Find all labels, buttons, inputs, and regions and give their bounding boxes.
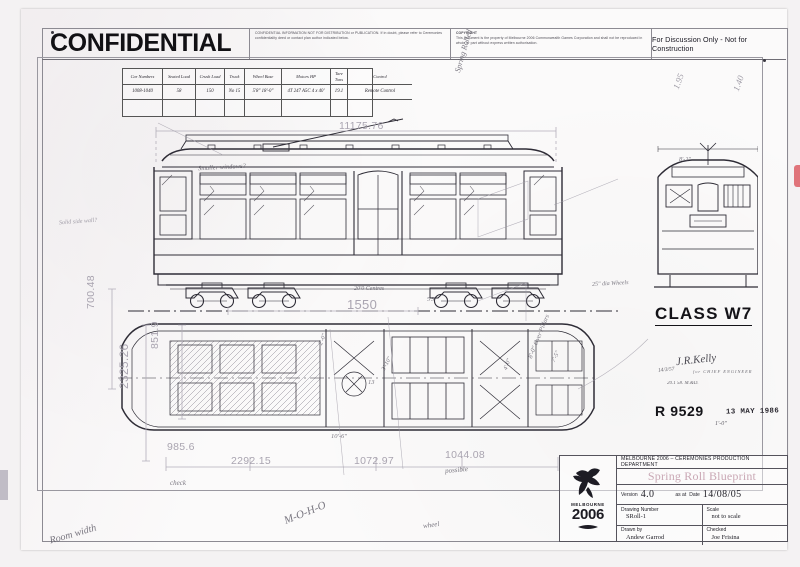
title-block-people-row: Drawn by Andew Garrod Checked Joe Frisin…	[617, 525, 788, 546]
drawing-number-label: Drawing Number	[621, 506, 659, 513]
title-block-fields: MELBOURNE 2006 – CEREMONIES PRODUCTION D…	[617, 456, 787, 545]
spec-empty-cell	[163, 100, 196, 116]
spec-value-cell: 4T 247 A5C 4 x 40'	[282, 85, 331, 100]
specification-table: Car Numbers Seated Load Crush Load Truck…	[122, 68, 412, 117]
spec-value-cell: Remote Control	[348, 85, 412, 100]
spec-empty-cell	[348, 100, 412, 116]
department-name: MELBOURNE 2006 – CEREMONIES PRODUCTION D…	[621, 456, 750, 468]
dimension-body-height: 851.9	[149, 321, 161, 349]
date-stamp: 13 MAY 1986	[725, 407, 780, 417]
spec-value-cell: 5'8" 18'-0"	[245, 85, 282, 100]
melbourne-2006-logo: MELBOURNE 2006	[560, 456, 617, 541]
version-value: 4.0	[640, 489, 655, 500]
spec-empty-cell	[331, 100, 348, 116]
annotation-overall-width-ft: 8'-2"	[679, 157, 691, 163]
document-header: CONFIDENTIAL CONFIDENTIAL INFORMATION NO…	[42, 28, 786, 60]
engineer-signature-note: 20.1 58. M.&D.	[667, 381, 699, 386]
dimension-front-overhang: 985.6	[167, 441, 195, 453]
annotation-truck-centres: 20'0 Centres	[354, 286, 385, 292]
engineer-signature-role: for CHIEF ENGINEER	[693, 369, 753, 374]
title-block-version-row: Version 4.0 as at Date 14/08/05	[617, 485, 787, 505]
spec-value-cell: 150	[196, 85, 225, 100]
scan-edge-strip	[0, 470, 8, 500]
spec-empty-cell	[123, 100, 163, 116]
spec-value-cell: 1008-1040	[123, 85, 163, 100]
annotation-thirteen: 13	[368, 379, 375, 386]
games-mascot-icon	[573, 468, 600, 499]
spec-header-cell: Crush Load	[196, 69, 225, 85]
spec-header-cell: Wheel Base	[245, 69, 282, 85]
spec-empty-cell	[196, 100, 225, 116]
spec-header-cell: Tare Tons	[331, 69, 348, 85]
confidential-banner: CONFIDENTIAL	[42, 28, 250, 59]
dimension-roof-height: 700.48	[85, 275, 97, 309]
scan-artefact-dot	[763, 59, 766, 62]
drawing-reference-number: R 9529	[655, 403, 704, 419]
spec-header-cell: Truck	[225, 69, 245, 85]
project-title: Spring Roll Blueprint	[647, 469, 757, 483]
logo-city-text: MELBOURNE	[571, 502, 605, 508]
red-edge-marker	[794, 165, 800, 187]
scale-cell: Scale not to scale	[703, 505, 788, 525]
scan-artefact-dot	[51, 31, 54, 34]
dimension-overall-height: 2325.26	[117, 343, 131, 389]
spec-header-cell: Seated Load	[163, 69, 196, 85]
drawing-scale-note: 1'-0"	[715, 421, 727, 427]
drawing-inner-border	[37, 57, 763, 491]
spec-value-cell: No 15	[225, 85, 245, 100]
annotation-five-three: 5'3	[427, 297, 435, 303]
logo-swoosh-icon	[578, 524, 598, 529]
drawing-number-value: SRoll-1	[626, 513, 646, 520]
dimension-overall-length: 11175.76	[339, 120, 384, 132]
copyright-notice-cell: COPYRIGHT This document is the property …	[451, 28, 652, 59]
copyright-heading: COPYRIGHT	[456, 31, 478, 35]
confidential-notice-cell: CONFIDENTIAL INFORMATION NOT FOR DISTRIB…	[250, 28, 451, 59]
confidential-notice-text: CONFIDENTIAL INFORMATION NOT FOR DISTRIB…	[255, 31, 443, 41]
class-label: CLASS W7	[655, 304, 753, 326]
title-block-project-row: Spring Roll Blueprint	[617, 469, 787, 485]
spec-value-cell: 58	[163, 85, 196, 100]
date-label: Date	[689, 491, 700, 498]
checked-by-cell: Checked Joe Frisina	[703, 526, 788, 546]
scale-label: Scale	[706, 506, 720, 513]
spec-header-cell: Control	[348, 69, 412, 85]
drawn-by-value: Andew Garrod	[626, 533, 665, 541]
version-label: Version	[621, 491, 638, 498]
checked-value: Joe Frisina	[711, 533, 740, 541]
drawing-outer-border	[42, 28, 788, 542]
annotation-ten-six: 10'-6"	[331, 433, 348, 440]
spec-empty-cell	[225, 100, 245, 116]
disclaimer-text: For Discussion Only - Not for Constructi…	[652, 34, 748, 53]
title-block-drawing-row: Drawing Number SRoll-1 Scale not to scal…	[617, 505, 787, 526]
drawn-by-label: Drawn by	[621, 527, 643, 533]
date-value: 14/08/05	[702, 489, 742, 500]
paper-sheet: CONFIDENTIAL CONFIDENTIAL INFORMATION NO…	[21, 9, 788, 550]
drawing-number-cell: Drawing Number SRoll-1	[617, 505, 703, 525]
spec-empty-cell	[245, 100, 282, 116]
dimension-truck-centres: 2292.15	[231, 455, 272, 467]
drawn-by-cell: Drawn by Andew Garrod	[617, 525, 703, 545]
annotation-check: check	[170, 479, 186, 487]
spec-header-cell: Motors HP	[282, 69, 331, 85]
spec-header-cell: Car Numbers	[123, 69, 163, 85]
copyright-notice-text: This document is the property of Melbour…	[456, 36, 643, 46]
checked-label: Checked	[706, 527, 727, 533]
logo-year-text: 2006	[571, 506, 605, 524]
classification-label: CONFIDENTIAL	[50, 29, 232, 57]
dimension-plan-width: 1550	[347, 297, 378, 312]
dimension-rear-span: 1044.08	[445, 449, 486, 461]
spec-empty-cell	[282, 100, 331, 116]
title-block: MELBOURNE 2006 MELBOURNE 2006 – CEREMONI…	[559, 455, 788, 545]
spec-value-cell: 19.1	[331, 85, 348, 100]
as-at-label: as at	[675, 491, 687, 498]
title-block-department-row: MELBOURNE 2006 – CEREMONIES PRODUCTION D…	[617, 456, 787, 469]
dimension-mid-span: 1072.97	[354, 455, 395, 467]
disclaimer-cell: For Discussion Only - Not for Constructi…	[652, 28, 786, 59]
scale-value: not to scale	[711, 513, 741, 520]
